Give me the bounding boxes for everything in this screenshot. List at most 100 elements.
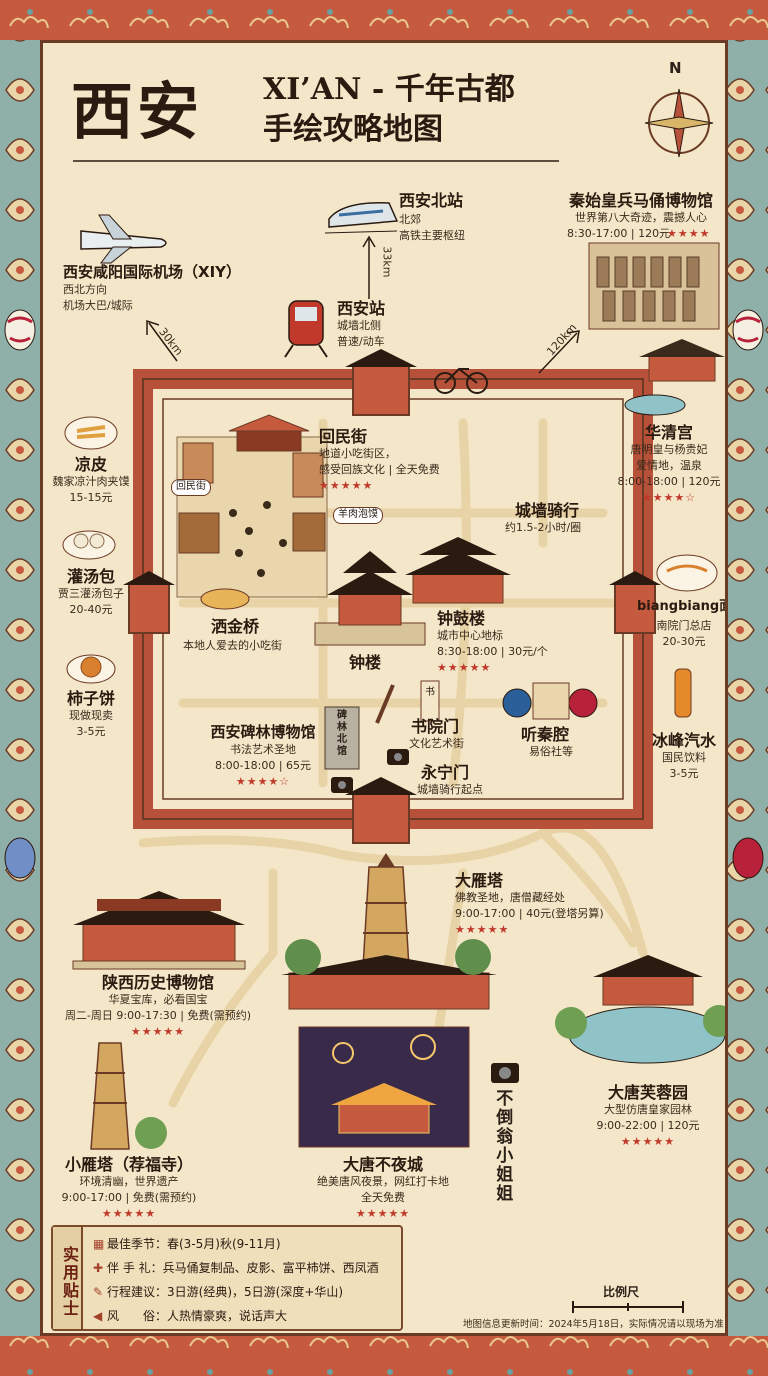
- huimin-bubble: 羊肉泡馍: [333, 507, 383, 524]
- small-goose-name: 小雁塔（荐福寺）: [64, 1155, 193, 1174]
- terracotta-info: 8:30-17:00 | 120元: [567, 227, 671, 240]
- bell-drum-info: 8:30-18:00 | 30元/个: [437, 645, 548, 658]
- beilin-stars: ★★★★☆: [235, 775, 291, 788]
- scale-bar: [572, 1301, 684, 1313]
- datang-stars: ★★★★★: [355, 1207, 411, 1220]
- xian-station-desc1: 城墙北侧: [337, 319, 381, 332]
- huimin-desc2: 感受回族文化 | 全天免费: [319, 463, 440, 476]
- small-goose-info: 9:00-17:00 | 免费(需预约): [61, 1191, 197, 1204]
- beilin-stele-text: 碑林北馆: [334, 709, 346, 757]
- terracotta-stars: ★★★★: [667, 227, 711, 240]
- furong-name: 大唐芙蓉园: [607, 1083, 688, 1102]
- shuyuanmen-scroll: 书: [425, 687, 435, 698]
- title-line1: XI’AN - 千年古都: [263, 72, 515, 107]
- terracotta-desc: 世界第八大奇迹，震撼人心: [575, 211, 707, 224]
- camera-icon: [331, 749, 519, 1083]
- big-goose-pagoda-icon: [281, 853, 497, 1010]
- qinqiang-desc: 易俗社等: [529, 745, 573, 758]
- huaqing-info: 8:00-18:00 | 120元: [617, 475, 721, 488]
- bingfeng-price: 3-5元: [669, 767, 699, 780]
- huaqing-desc2: 爱情地，温泉: [636, 459, 702, 472]
- furong-stars: ★★★★★: [620, 1135, 676, 1148]
- shizibing-price: 3-5元: [76, 725, 106, 738]
- small-goose-stars: ★★★★★: [101, 1207, 157, 1220]
- furong-info: 9:00-22:00 | 120元: [596, 1119, 700, 1132]
- north-station-distance: 33km: [380, 246, 394, 278]
- map-paper: 西安 XI’AN - 千年古都 手绘攻略地图 N 西安北站 北郊 高铁主要枢纽 …: [40, 40, 728, 1336]
- sajinqiao-name: 洒金桥: [211, 617, 260, 636]
- airport-desc2: 机场大巴/城际: [63, 299, 133, 312]
- liangpi-price: 15-15元: [69, 491, 113, 504]
- title-main: 西安: [71, 75, 204, 148]
- opera-mask-icon: [4, 309, 764, 879]
- history-museum-info: 周二-周日 9:00-17:30 | 免费(需预约): [64, 1009, 252, 1022]
- huaqing-desc1: 唐明皇与杨贵妃: [630, 443, 708, 456]
- airport-desc1: 西北方向: [63, 283, 107, 296]
- datang-desc1: 绝美唐风夜景，网红打卡地: [317, 1175, 449, 1188]
- biangbiang-name: biangbiang面: [637, 599, 728, 614]
- airplane-icon: [80, 214, 167, 264]
- history-museum-icon: [72, 891, 246, 970]
- bicycle-icon: [434, 367, 488, 394]
- airport-name: 西安咸阳国际机场（XIY）: [63, 263, 242, 281]
- shuyuanmen-name: 书院门: [411, 717, 460, 736]
- drum-tower-icon: [405, 537, 511, 604]
- huaqing-name: 华清宫: [644, 423, 693, 442]
- history-museum-stars: ★★★★★: [130, 1025, 186, 1038]
- north-station-desc1: 北郊: [399, 213, 421, 226]
- tip-souvenir: ✚伴 手 礼：兵马俑复制品、皮影、富平柿饼、西凤酒: [93, 1261, 379, 1275]
- pencil-icon: ✎: [93, 1285, 104, 1299]
- terracotta-name: 秦始皇兵马俑博物馆: [568, 191, 713, 210]
- bell-drum-name: 钟鼓楼: [437, 609, 486, 628]
- compass-icon: [644, 88, 714, 158]
- tip-custom: ◀风 俗：人热情豪爽，说话声大: [93, 1309, 288, 1323]
- big-goose-name: 大雁塔: [455, 871, 504, 890]
- qinqiang-name: 听秦腔: [521, 725, 570, 744]
- bell-tower-name: 钟楼: [349, 653, 382, 672]
- shuyuanmen-desc: 文化艺术街: [409, 737, 464, 750]
- small-goose-desc: 环境清幽，世界遗产: [79, 1175, 179, 1188]
- shizibing-name: 柿子饼: [66, 689, 115, 708]
- tips-label: 实用贴士: [53, 1227, 83, 1329]
- big-goose-desc: 佛教圣地，唐僧藏经处: [455, 891, 565, 904]
- datang-night-city-icon: [298, 1026, 470, 1148]
- food-icons: [62, 416, 718, 718]
- history-museum-desc: 华夏宝库，必看国宝: [108, 993, 208, 1006]
- biangbiang-desc: 南院门总店: [656, 619, 712, 632]
- xian-station-name: 西安站: [337, 299, 386, 318]
- terracotta-warriors-icon: [588, 242, 720, 330]
- bell-tower-icon: [314, 551, 426, 646]
- sajinqiao-desc: 本地人爱去的小吃街: [183, 639, 282, 652]
- guantang-name: 灌汤包: [66, 567, 115, 586]
- huimin-street-scene: [176, 414, 328, 598]
- map-drawing: [62, 88, 725, 1313]
- footer-note: 地图信息更新时间：2024年5月18日，实际情况请以现场为准: [463, 1319, 724, 1330]
- yongning-name: 永宁门: [421, 763, 470, 782]
- huimin-stars: ★★★★★: [319, 479, 374, 492]
- bullet-train-icon: [324, 202, 399, 234]
- huimin-desc1: 地道小吃街区，: [319, 447, 396, 460]
- compass-north: N: [669, 59, 682, 77]
- huimin-sign: 回民街: [171, 479, 211, 496]
- history-museum-name: 陕西历史博物馆: [101, 973, 214, 992]
- liangpi-desc: 魏家凉汁肉夹馍: [52, 475, 130, 488]
- north-station-desc2: 高铁主要枢纽: [399, 229, 465, 242]
- tip-season: ▦最佳季节：春(3-5月)秋(9-11月): [93, 1237, 281, 1251]
- city-wall: [123, 349, 661, 844]
- bell-drum-stars: ★★★★★: [437, 661, 492, 674]
- huimin-name: 回民街: [319, 427, 368, 446]
- guantang-desc: 贾三灌汤包子: [58, 587, 124, 600]
- huaqing-palace-icon: [624, 339, 725, 416]
- north-station-name: 西安北站: [399, 191, 464, 210]
- title-line2: 手绘攻略地图: [263, 112, 443, 147]
- calendar-icon: ▦: [93, 1237, 105, 1251]
- wall-cycling-name: 城墙骑行: [515, 501, 580, 520]
- beilin-name: 西安碑林博物馆: [210, 723, 316, 741]
- shizibing-desc: 现做现卖: [69, 709, 113, 722]
- furong-garden-icon: [555, 955, 725, 1064]
- train-front-icon: [284, 300, 328, 358]
- stele-brush-opera-icons: [324, 680, 598, 770]
- scale-label: 比例尺: [603, 1285, 640, 1299]
- megaphone-icon: ◀: [93, 1309, 103, 1323]
